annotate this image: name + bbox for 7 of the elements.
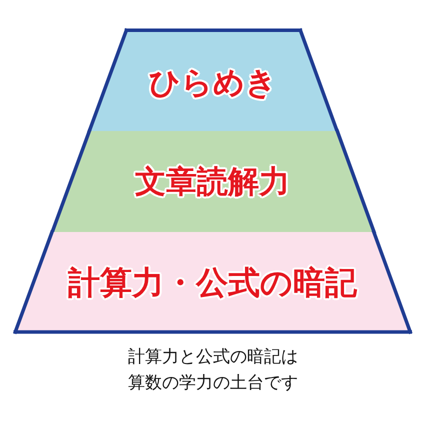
tier-label: ひらめき <box>148 66 277 100</box>
pyramid-tier <box>86 28 340 131</box>
pyramid-tier <box>50 131 376 232</box>
pyramid-tier <box>12 232 412 334</box>
tier-label: 文章読解力 <box>135 164 290 199</box>
caption: 計算力と公式の暗記は算数の学力の土台です <box>127 346 299 395</box>
tier-label: 計算力・公式の暗記 <box>68 266 357 301</box>
